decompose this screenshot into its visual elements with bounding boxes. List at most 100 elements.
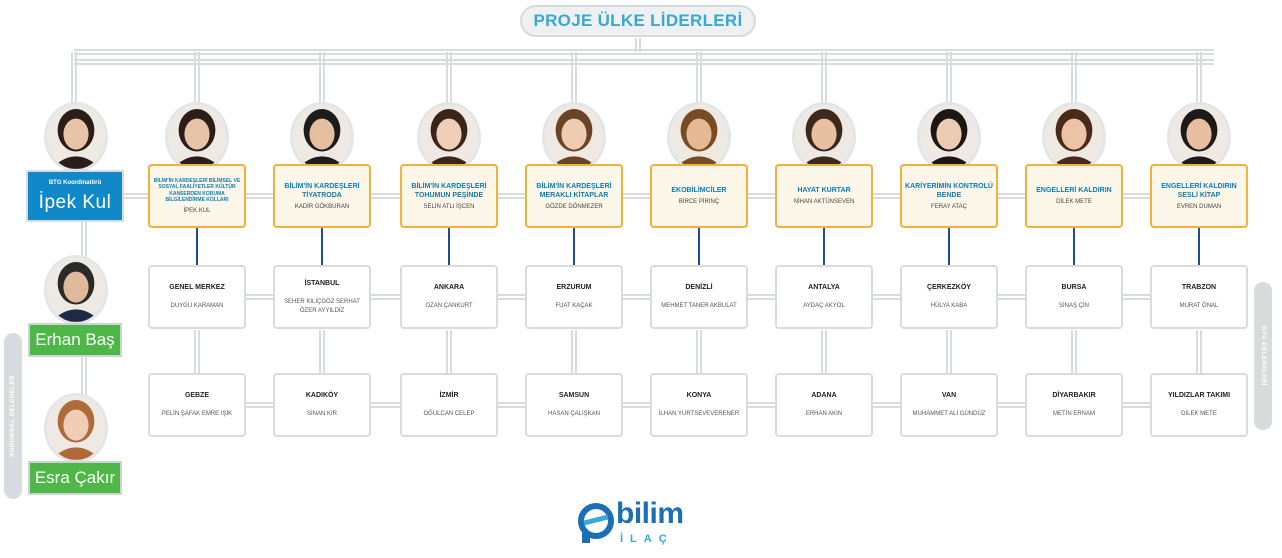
city-card: YILDIZLAR TAKIMI DİLEK METE <box>1150 373 1248 437</box>
project-title: BİLİM'İN KARDEŞLERİ MERAKLI KİTAPLAR <box>536 182 612 199</box>
coordinator-avatar <box>44 102 108 172</box>
project-title: KARİYERİMİN KONTROLÜ BENDE <box>905 182 993 199</box>
left-side-tab: KURUMSAL DELEGELER <box>4 333 22 499</box>
city-people: İLHAN YURTSEVEVERENER <box>658 411 740 417</box>
project-leader: DİLEK METE <box>1056 199 1092 205</box>
city-name: ANKARA <box>433 284 465 291</box>
city-people: DİLEK METE <box>1181 411 1217 417</box>
city-card: ANTALYA AYDAÇ AKYOL <box>775 265 873 329</box>
right-side-tab: BTG DELEGELERİ <box>1254 282 1272 430</box>
leader-avatar <box>165 102 229 172</box>
project-card: KARİYERİMİN KONTROLÜ BENDE FERAY ATAÇ <box>900 164 998 228</box>
project-leader: BİRCE PİRİNÇ <box>678 199 720 205</box>
project-leader: EVREN DUMAN <box>1176 203 1222 210</box>
project-card: HAYAT KURTAR NİHAN AKTÜNSEVEN <box>775 164 873 228</box>
city-people: OĞULCAN CELEP <box>423 411 475 417</box>
city-card: DENİZLİ MEHMET TANER AKBULAT <box>650 265 748 329</box>
city-people: MURAT ÖNAL <box>1179 303 1219 309</box>
city-people: MEHMET TANER AKBULAT <box>661 303 737 309</box>
bilim-logo-mark <box>578 503 614 543</box>
city-name: TRABZON <box>1181 284 1217 291</box>
project-leader: SELİN ATLI İŞCEN <box>423 203 475 210</box>
project-card: BİLİM'İN KARDEŞLERİ TOHUMUN PEŞİNDE SELİN… <box>400 164 498 228</box>
project-title: HAYAT KURTAR <box>797 187 851 194</box>
project-leader: NİHAN AKTÜNSEVEN <box>793 199 855 205</box>
project-title: BİLİM'İN KARDEŞLERİ BİLİMSEL VE SOSYAL F… <box>153 177 241 204</box>
project-card: BİLİM'İN KARDEŞLERİ BİLİMSEL VE SOSYAL F… <box>148 164 246 228</box>
city-card: ADANA ERHAN AKIN <box>775 373 873 437</box>
city-name: GEBZE <box>184 392 210 399</box>
coordinator-label: BTG Koordinatörü <box>48 180 102 186</box>
project-card: ENGELLERİ KALDIRIN SESLİ KİTAP EVREN DUMA… <box>1150 164 1248 228</box>
side-person-box: Erhan Baş <box>28 323 122 357</box>
city-people: SİNAŞ ÇİN <box>1058 303 1089 309</box>
city-card: TRABZON MURAT ÖNAL <box>1150 265 1248 329</box>
project-card: ENGELLERİ KALDIRIN DİLEK METE <box>1025 164 1123 228</box>
city-people: PELİN ŞAFAK EMRE IŞIK <box>161 411 233 417</box>
leader-avatar <box>792 102 856 172</box>
project-card: BİLİM'İN KARDEŞLERİ MERAKLI KİTAPLAR GÖZD… <box>525 164 623 228</box>
city-people: AYDAÇ AKYOL <box>803 303 845 309</box>
city-card: İZMİR OĞULCAN CELEP <box>400 373 498 437</box>
city-people: FUAT KAÇAK <box>555 303 593 309</box>
city-name: YILDIZLAR TAKIMI <box>1167 392 1231 399</box>
city-name: İZMİR <box>439 392 459 399</box>
side-person-avatar <box>44 393 108 463</box>
city-name: ADANA <box>811 392 837 399</box>
side-person-box: Esra Çakır <box>28 461 122 495</box>
project-card: EKOBİLİMCİLER BİRCE PİRİNÇ <box>650 164 748 228</box>
city-card: BURSA SİNAŞ ÇİN <box>1025 265 1123 329</box>
city-card: DİYARBAKIR METİN ERNAM <box>1025 373 1123 437</box>
project-leader: KADİR GÖKBURAN <box>294 203 350 210</box>
city-name: GENEL MERKEZ <box>169 284 225 291</box>
leader-avatar <box>542 102 606 172</box>
city-card: VAN MUHAMMET ALİ GÜNDÜZ <box>900 373 998 437</box>
project-leader: FERAY ATAÇ <box>931 203 967 210</box>
leader-avatar <box>667 102 731 172</box>
coordinator-name: İpek Kul <box>38 192 112 213</box>
city-name: KONYA <box>686 392 712 399</box>
city-name: BURSA <box>1061 284 1087 291</box>
city-people: HÜLYA KABA <box>930 303 968 309</box>
city-people: SEHER KILIÇGÖZ SERHAT ÖZER AYYILDIZ <box>284 298 360 314</box>
bilim-logo-sub: İLAÇ <box>620 533 674 545</box>
leader-avatar <box>290 102 354 172</box>
city-people: MUHAMMET ALİ GÜNDÜZ <box>912 411 986 417</box>
coordinator-box: BTG Koordinatörü İpek Kul <box>26 170 124 222</box>
city-card: SAMSUN HASAN ÇALIŞKAN <box>525 373 623 437</box>
project-leader: GÖZDE DÖNMEZER <box>545 203 603 210</box>
bilim-logo-word: bilim <box>616 497 684 530</box>
project-title: ENGELLERİ KALDIRIN <box>1036 187 1112 194</box>
city-name: ERZURUM <box>556 284 592 291</box>
city-name: SAMSUN <box>558 392 590 399</box>
city-name: DİYARBAKIR <box>1052 392 1096 399</box>
city-name: İSTANBUL <box>304 279 340 287</box>
city-card: KADIKÖY SİNAN KIR <box>273 373 371 437</box>
city-name: DENİZLİ <box>685 284 713 291</box>
city-people: HASAN ÇALIŞKAN <box>547 411 601 417</box>
city-name: KADIKÖY <box>305 392 339 399</box>
right-side-tab-label: BTG DELEGELERİ <box>1260 326 1266 386</box>
bilim-logo: bilim İLAÇ <box>576 497 696 551</box>
project-title: ENGELLERİ KALDIRIN SESLİ KİTAP <box>1161 182 1237 199</box>
city-name: ANTALYA <box>808 284 840 291</box>
city-card: ÇERKEZKÖY HÜLYA KABA <box>900 265 998 329</box>
side-person-avatar <box>44 255 108 325</box>
project-title: BİLİM'İN KARDEŞLERİ TOHUMUN PEŞİNDE <box>411 182 487 199</box>
city-name: ÇERKEZKÖY <box>927 284 971 291</box>
leader-avatar <box>1167 102 1231 172</box>
city-people: ERHAN AKIN <box>805 411 843 417</box>
project-leader: İPEK KUL <box>183 207 211 214</box>
diagram-title: PROJE ÜLKE LİDERLERİ <box>520 5 756 37</box>
leader-avatar <box>417 102 481 172</box>
left-side-tab-label: KURUMSAL DELEGELER <box>10 375 16 457</box>
project-title: EKOBİLİMCİLER <box>671 187 727 194</box>
city-people: SİNAN KIR <box>306 411 337 417</box>
city-people: METİN ERNAM <box>1053 411 1095 417</box>
leader-avatar <box>1042 102 1106 172</box>
city-name: VAN <box>941 392 957 399</box>
